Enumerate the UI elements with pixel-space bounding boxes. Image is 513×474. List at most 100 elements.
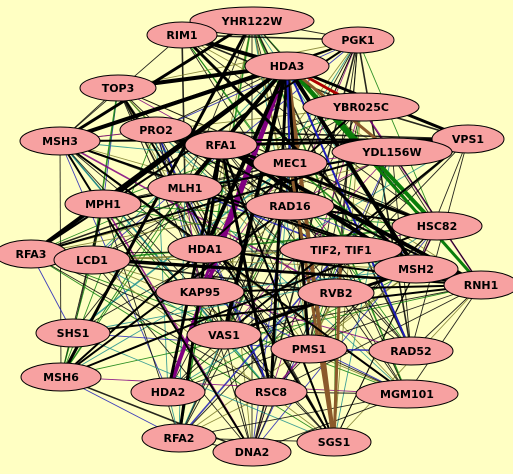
edge-rad16-rad52 — [289, 205, 412, 352]
node-rsc8[interactable]: RSC8 — [234, 377, 308, 407]
node-shape[interactable] — [252, 148, 328, 178]
edge-vps1-msh2 — [415, 138, 469, 270]
node-tif2tif1[interactable]: TIF2, TIF1 — [279, 235, 403, 265]
node-shape[interactable] — [146, 21, 218, 49]
edge-rvb2-mgm101 — [335, 292, 408, 395]
node-kap95[interactable]: KAP95 — [155, 277, 245, 307]
node-shape[interactable] — [391, 211, 483, 241]
node-hda3[interactable]: HDA3 — [244, 51, 330, 81]
node-rad52[interactable]: RAD52 — [368, 336, 454, 366]
node-lcd1[interactable]: LCD1 — [53, 245, 131, 275]
node-label: LCD1 — [76, 254, 108, 267]
node-ybr025c[interactable]: YBR025C — [302, 92, 420, 122]
node-label: VAS1 — [208, 329, 240, 342]
node-shape[interactable] — [245, 191, 335, 221]
node-ydl156w[interactable]: YDL156W — [331, 137, 453, 167]
node-shape[interactable] — [130, 377, 206, 407]
node-vps1[interactable]: VPS1 — [431, 124, 505, 154]
node-shape[interactable] — [373, 254, 459, 284]
node-shape[interactable] — [184, 130, 258, 160]
node-shape[interactable] — [35, 318, 111, 348]
node-shape[interactable] — [186, 320, 262, 350]
node-rfa1[interactable]: RFA1 — [184, 130, 258, 160]
edge-lcd1-vas1 — [91, 259, 225, 336]
node-shape[interactable] — [321, 26, 395, 54]
node-shape[interactable] — [155, 277, 245, 307]
edge-yhr122w-msh3 — [58, 19, 254, 143]
edge-yhr122w-msh6 — [59, 19, 254, 379]
node-msh2[interactable]: MSH2 — [373, 254, 459, 284]
node-label: HDA2 — [151, 386, 186, 399]
node-pms1[interactable]: PMS1 — [270, 334, 348, 364]
node-shape[interactable] — [234, 377, 308, 407]
edge-hda3-mec1 — [286, 65, 291, 164]
node-shape[interactable] — [119, 116, 193, 144]
node-shape[interactable] — [147, 173, 223, 203]
node-shape[interactable] — [443, 270, 513, 300]
edge-rim1-mlh1 — [181, 34, 186, 189]
node-shape[interactable] — [331, 137, 453, 167]
node-sgs1[interactable]: SGS1 — [296, 427, 372, 457]
node-pro2[interactable]: PRO2 — [119, 116, 193, 144]
node-shape[interactable] — [279, 235, 403, 265]
node-shape[interactable] — [212, 437, 292, 467]
node-mlh1[interactable]: MLH1 — [147, 173, 223, 203]
node-vas1[interactable]: VAS1 — [186, 320, 262, 350]
node-shape[interactable] — [297, 278, 375, 308]
node-hda2[interactable]: HDA2 — [130, 377, 206, 407]
node-shape[interactable] — [79, 74, 157, 102]
node-rnh1[interactable]: RNH1 — [443, 270, 513, 300]
node-label: MEC1 — [273, 157, 307, 170]
node-shape[interactable] — [368, 336, 454, 366]
node-shape[interactable] — [53, 245, 131, 275]
node-label: PMS1 — [292, 343, 327, 356]
node-shs1[interactable]: SHS1 — [35, 318, 111, 348]
node-shape[interactable] — [431, 124, 505, 154]
node-label: RVB2 — [319, 287, 352, 300]
edge-rnh1-rsc8 — [270, 284, 482, 393]
node-shape[interactable] — [244, 51, 330, 81]
node-yhr122w[interactable]: YHR122W — [189, 6, 315, 36]
node-rim1[interactable]: RIM1 — [146, 21, 218, 49]
node-mec1[interactable]: MEC1 — [252, 148, 328, 178]
node-shape[interactable] — [355, 379, 459, 409]
node-shape[interactable] — [20, 362, 102, 392]
node-dna2[interactable]: DNA2 — [212, 437, 292, 467]
node-pgk1[interactable]: PGK1 — [321, 26, 395, 54]
edge-hda3-msh2 — [285, 64, 418, 271]
node-shape[interactable] — [270, 334, 348, 364]
node-rfa2[interactable]: RFA2 — [141, 423, 217, 453]
node-label: TIF2, TIF1 — [310, 244, 372, 257]
node-shape[interactable] — [141, 423, 217, 453]
node-rfa3[interactable]: RFA3 — [0, 239, 68, 269]
node-shape[interactable] — [302, 92, 420, 122]
node-label: SGS1 — [318, 436, 351, 449]
edge-yhr122w-mlh1 — [184, 20, 253, 189]
node-label: YBR025C — [332, 101, 389, 114]
node-mgm101[interactable]: MGM101 — [355, 379, 459, 409]
edge-mph1-msh6 — [60, 203, 104, 378]
node-label: HDA1 — [188, 243, 223, 256]
node-label: YHR122W — [221, 15, 283, 28]
node-shape[interactable] — [64, 189, 142, 219]
node-hsc82[interactable]: HSC82 — [391, 211, 483, 241]
node-hda1[interactable]: HDA1 — [167, 234, 243, 264]
node-shape[interactable] — [19, 126, 101, 156]
node-rad16[interactable]: RAD16 — [245, 191, 335, 221]
node-label: TOP3 — [102, 82, 135, 95]
edge-hda3-mlh1 — [183, 64, 289, 190]
node-msh3[interactable]: MSH3 — [19, 126, 101, 156]
node-shape[interactable] — [189, 6, 315, 36]
edge-msh6-mgm101 — [60, 376, 408, 395]
edge-rnh1-vas1 — [223, 284, 482, 336]
node-label: RFA2 — [164, 432, 195, 445]
node-shape[interactable] — [296, 427, 372, 457]
node-label: MLH1 — [168, 182, 203, 195]
node-top3[interactable]: TOP3 — [79, 74, 157, 102]
node-msh6[interactable]: MSH6 — [20, 362, 102, 392]
node-mph1[interactable]: MPH1 — [64, 189, 142, 219]
node-label: PGK1 — [341, 34, 374, 47]
node-rvb2[interactable]: RVB2 — [297, 278, 375, 308]
node-shape[interactable] — [167, 234, 243, 264]
